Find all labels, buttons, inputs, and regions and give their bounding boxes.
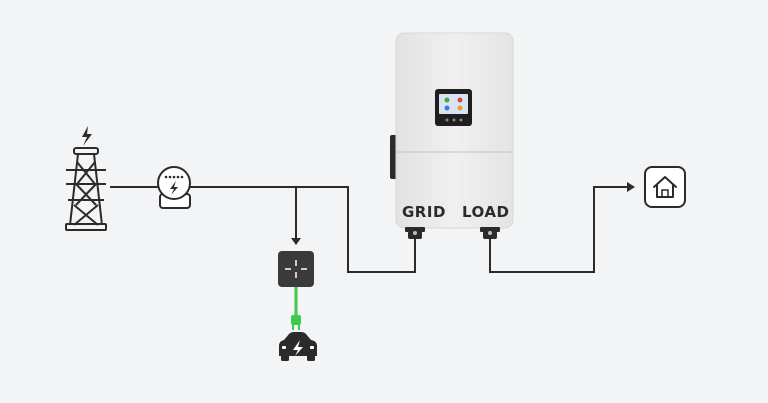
grid-connector <box>405 227 425 239</box>
energy-meter-icon <box>157 166 191 209</box>
hybrid-inverter-icon <box>390 32 514 239</box>
electric-car-icon <box>279 332 317 361</box>
inverter-display <box>435 89 472 126</box>
home-icon <box>644 166 686 208</box>
wire-load-home <box>489 186 628 273</box>
load-port-label: LOAD <box>462 203 510 221</box>
power-tower-icon <box>65 126 107 231</box>
grid-port-label: GRID <box>402 203 446 221</box>
wiring-lines <box>110 186 628 273</box>
charging-cable <box>291 287 301 330</box>
arrow-to-home <box>627 182 635 192</box>
ev-charger-icon <box>278 251 314 287</box>
arrow-to-charger <box>291 238 301 245</box>
load-connector <box>480 227 500 239</box>
